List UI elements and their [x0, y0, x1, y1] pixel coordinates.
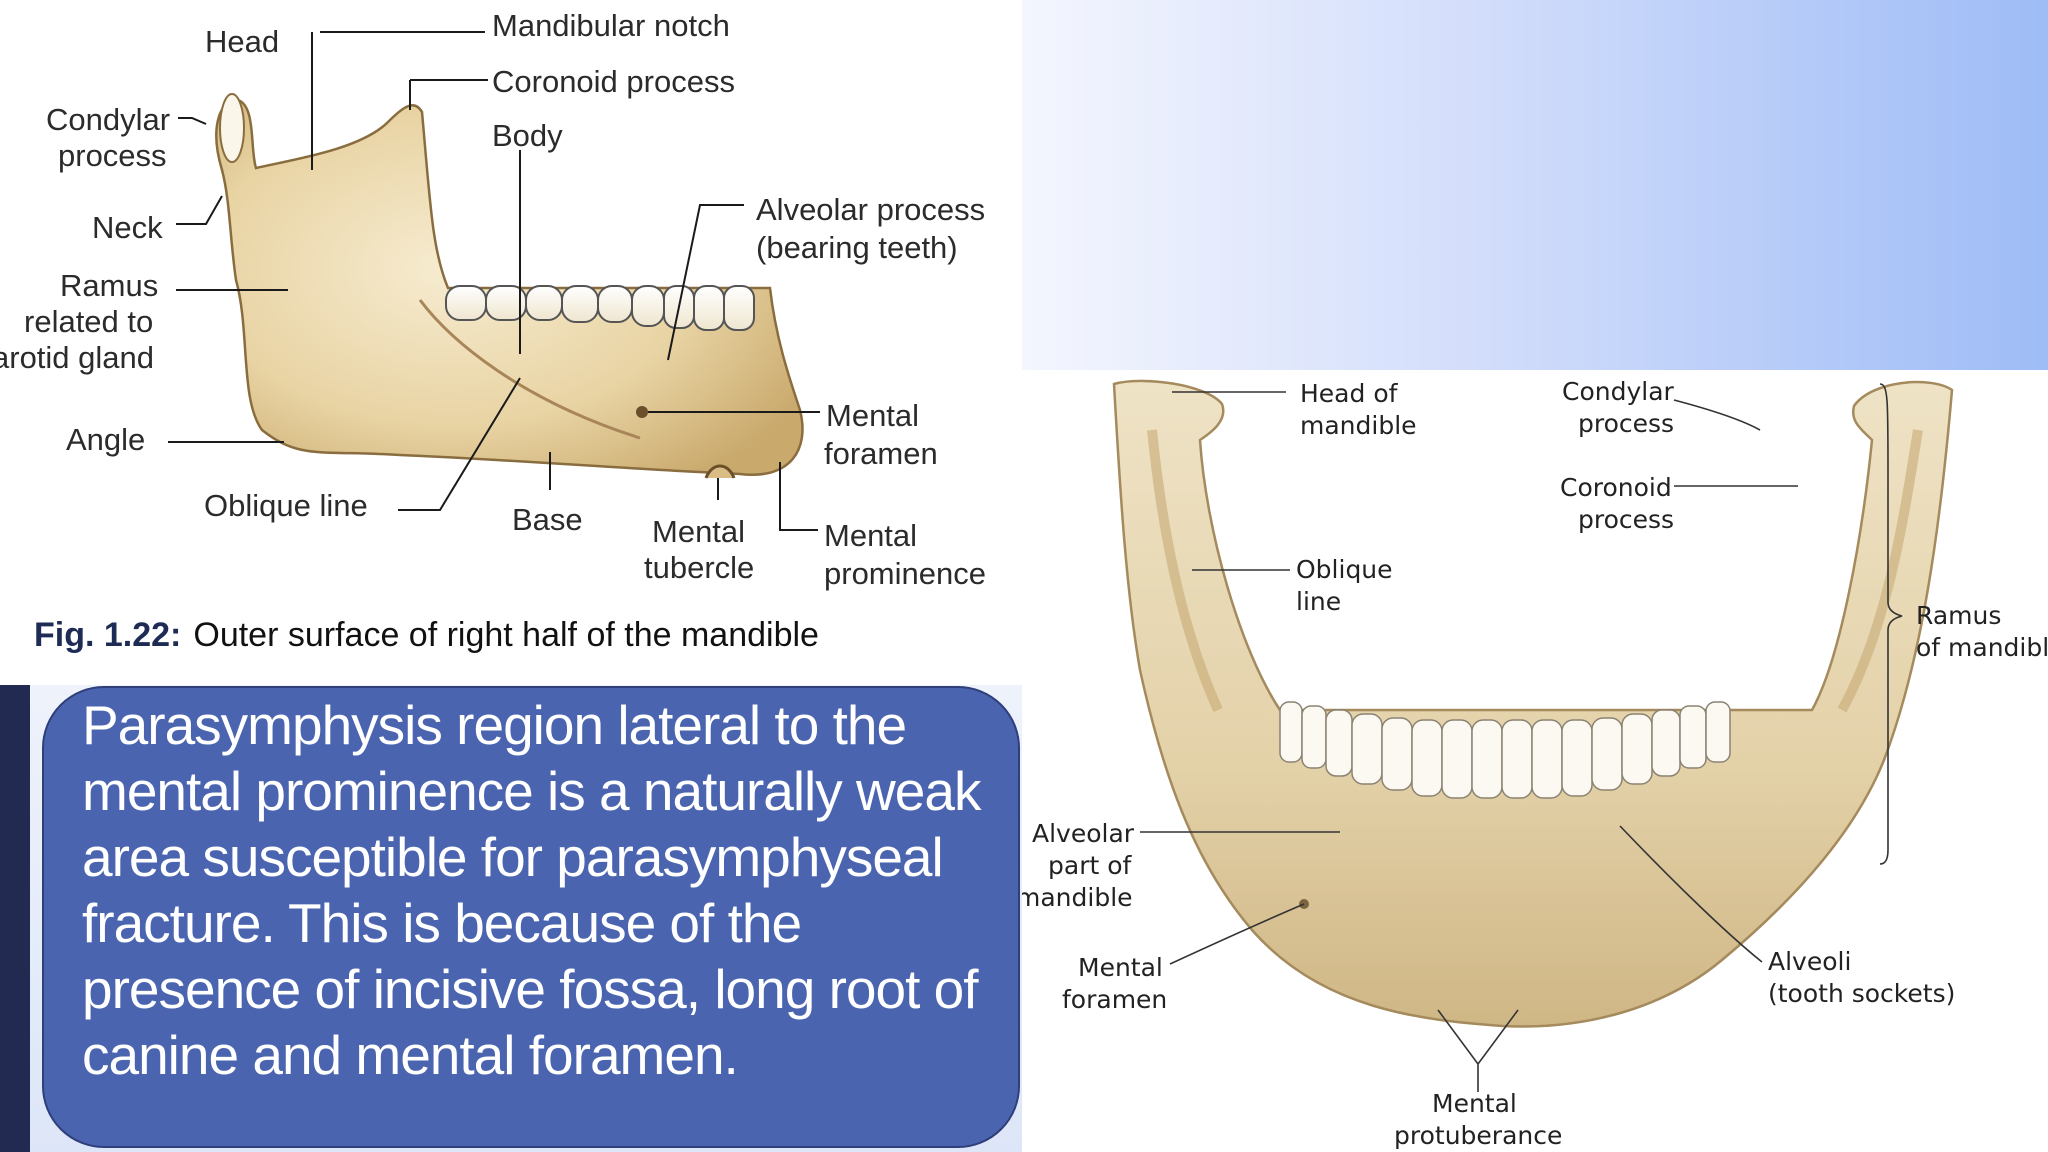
label-mental-tubercle-1: Mental	[652, 514, 745, 549]
mental-tubercle-mark	[704, 464, 736, 479]
frontal-teeth-row	[1279, 701, 1731, 799]
figure-caption-number: Fig. 1.22:	[34, 616, 181, 654]
label-alveoli-2: (tooth sockets)	[1768, 979, 1955, 1008]
label-mental-prominence-1: Mental	[824, 518, 917, 553]
label-mental-protuberance-1: Mental	[1432, 1089, 1517, 1118]
label-oblique-line: Oblique line	[204, 488, 368, 523]
label-ramus-3: arotid gland	[0, 340, 154, 375]
label-ramus-2: of mandible	[1916, 633, 2048, 662]
label-mental-tubercle-2: tubercle	[644, 550, 754, 585]
background-gradient	[1022, 0, 2048, 370]
teeth-row	[445, 285, 755, 331]
label-mental-protuberance-2: protuberance	[1394, 1121, 1562, 1150]
label-condylar-process-1: Condylar	[46, 102, 170, 137]
label-alveoli-1: Alveoli	[1768, 947, 1851, 976]
label-neck: Neck	[92, 210, 163, 245]
mental-foramen-mark	[636, 406, 648, 418]
figure-caption: Fig. 1.22: Outer surface of right half of…	[34, 616, 819, 654]
figure-caption-text: Outer surface of right half of the mandi…	[193, 616, 819, 654]
mandible-lateral-shape	[215, 98, 804, 477]
lateral-mandible-figure: Head Mandibular notch Coronoid process C…	[0, 8, 986, 654]
text-panel: Parasymphysis region lateral to the ment…	[42, 686, 1020, 1148]
label-mental-foramen-2: foramen	[824, 436, 938, 471]
accent-stripe	[0, 685, 30, 1152]
label-mandibular-notch: Mandibular notch	[492, 8, 730, 43]
text-panel-body: Parasymphysis region lateral to the ment…	[82, 694, 981, 1086]
label-condylar-process-1: Condylar	[1562, 377, 1675, 406]
label-coronoid-process-2: process	[1578, 505, 1674, 534]
frontal-leader-lines	[1140, 383, 1903, 1092]
oblique-ridge-shape	[418, 299, 641, 440]
left-ramus-shade	[1147, 429, 1223, 713]
label-oblique-line-2: line	[1296, 587, 1341, 616]
label-condylar-process-2: process	[58, 138, 167, 173]
mandible-frontal-shape	[1112, 379, 1954, 1028]
label-alveolar-part-2: part of	[1048, 851, 1133, 880]
label-alveolar-part-3: mandible	[1022, 883, 1133, 912]
label-condylar-process-2: process	[1578, 409, 1674, 438]
label-angle: Angle	[66, 422, 145, 457]
label-alveolar-process-2: (bearing teeth)	[756, 230, 958, 265]
condylar-head-shape	[219, 93, 245, 163]
label-body: Body	[492, 118, 563, 153]
label-mental-foramen-1: Mental	[1078, 953, 1163, 982]
frontal-mandible-figure: Head of mandible Condylar process Corono…	[1022, 370, 2048, 1152]
label-ramus-1: Ramus	[60, 268, 158, 303]
label-mental-foramen-2: foramen	[1062, 985, 1167, 1014]
label-coronoid-process-1: Coronoid	[1560, 473, 1672, 502]
label-head: Head	[205, 24, 279, 59]
label-base: Base	[512, 502, 583, 537]
label-oblique-line-1: Oblique	[1296, 555, 1393, 584]
right-ramus-shade	[1837, 429, 1923, 713]
label-head-of-mandible-2: mandible	[1300, 411, 1417, 440]
label-alveolar-part-1: Alveolar	[1032, 819, 1135, 848]
label-mental-prominence-2: prominence	[824, 556, 986, 591]
leader-lines	[168, 31, 820, 531]
label-mental-foramen-1: Mental	[826, 398, 919, 433]
label-ramus-1: Ramus	[1916, 601, 2001, 630]
label-coronoid-process: Coronoid process	[492, 64, 735, 99]
label-head-of-mandible-1: Head of	[1300, 379, 1399, 408]
label-ramus-2: related to	[24, 304, 153, 339]
label-alveolar-process-1: Alveolar process	[756, 192, 985, 227]
